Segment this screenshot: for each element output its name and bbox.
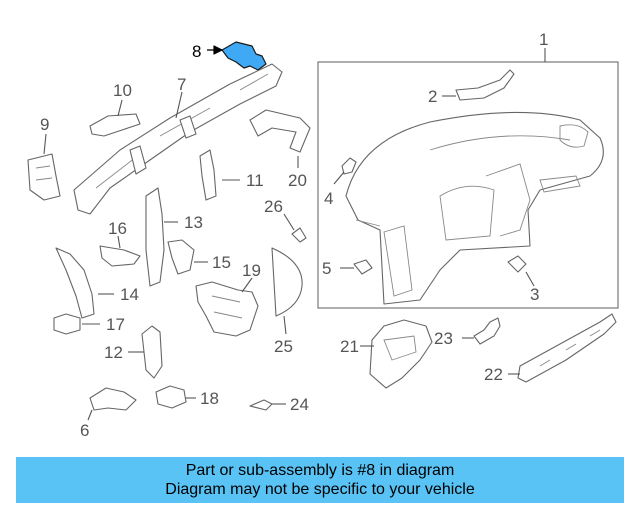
part-1-instrument-panel[interactable] — [317, 48, 619, 309]
callout-18: 18 — [200, 389, 219, 408]
part-24-clip[interactable] — [249, 399, 286, 411]
part-2-bracket[interactable] — [442, 69, 515, 101]
part-13-bracket[interactable] — [145, 187, 178, 287]
part-3-clip[interactable] — [507, 255, 535, 287]
callout-16: 16 — [108, 219, 127, 238]
callout-10: 10 — [113, 81, 132, 100]
callout-5: 5 — [322, 259, 331, 278]
callout-24: 24 — [290, 395, 309, 414]
part-4-clip[interactable] — [333, 157, 357, 185]
callout-3: 3 — [530, 285, 539, 304]
part-8-highlighted[interactable] — [207, 41, 267, 71]
part-9-bracket[interactable] — [27, 133, 61, 201]
callout-17: 17 — [106, 315, 125, 334]
callout-26: 26 — [264, 197, 283, 216]
part-18-bracket[interactable] — [155, 385, 196, 409]
callout-9: 9 — [40, 115, 49, 134]
callout-1: 1 — [539, 30, 548, 49]
callout-15: 15 — [212, 253, 231, 272]
part-5-clip[interactable] — [340, 259, 373, 275]
part-14-panel[interactable] — [55, 247, 114, 319]
part-11-bracket[interactable] — [199, 149, 240, 201]
callout-7: 7 — [177, 75, 186, 94]
callout-25: 25 — [274, 337, 293, 356]
banner-line-2: Diagram may not be specific to your vehi… — [165, 481, 475, 498]
callout-19: 19 — [242, 261, 261, 280]
part-10-bracket[interactable] — [89, 99, 141, 137]
part-12-bracket[interactable] — [128, 325, 163, 379]
part-23-bracket[interactable] — [462, 317, 501, 345]
callout-11: 11 — [246, 171, 264, 190]
part-20-bracket[interactable] — [249, 109, 311, 168]
part-25-end-cover[interactable] — [271, 247, 303, 335]
part-15-bracket[interactable] — [167, 239, 208, 275]
callout-21: 21 — [340, 337, 359, 356]
callout-12: 12 — [104, 343, 123, 362]
callout-8: 8 — [192, 42, 201, 61]
callout-2: 2 — [428, 87, 437, 106]
banner-line-1: Part or sub-assembly is #8 in diagram — [185, 462, 455, 479]
part-16-trim[interactable] — [99, 235, 141, 267]
callout-22: 22 — [484, 365, 503, 384]
callout-13: 13 — [184, 213, 203, 232]
part-7-cross-beam[interactable] — [73, 63, 283, 215]
part-22-reinforcement[interactable] — [508, 313, 617, 383]
callout-20: 20 — [288, 171, 307, 190]
callout-6: 6 — [80, 421, 89, 440]
callout-23: 23 — [434, 329, 453, 348]
callout-4: 4 — [324, 189, 333, 208]
part-19-bracket[interactable] — [195, 277, 259, 337]
parts-diagram: 8 7 10 9 11 20 26 13 — [27, 30, 619, 440]
callout-14: 14 — [120, 285, 139, 304]
part-21-bracket[interactable] — [360, 319, 433, 389]
part-6-bracket[interactable] — [87, 387, 137, 421]
info-banner: Part or sub-assembly is #8 in diagram Di… — [16, 457, 624, 503]
part-17-bracket[interactable] — [53, 313, 100, 335]
part-26-clip[interactable] — [283, 213, 307, 243]
